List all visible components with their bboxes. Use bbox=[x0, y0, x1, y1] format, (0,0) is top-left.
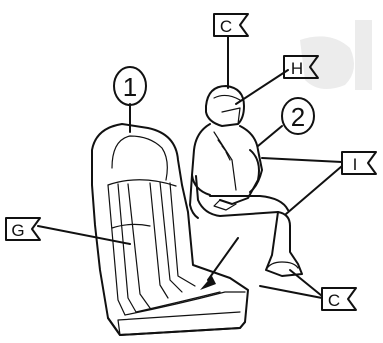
ejection-seat bbox=[92, 124, 248, 335]
svg-text:I: I bbox=[353, 155, 358, 174]
callout-figure-number: 2 bbox=[282, 98, 314, 134]
svg-text:C: C bbox=[220, 17, 232, 36]
pilot-figure bbox=[190, 86, 302, 276]
flag-label-c-bottom: C bbox=[322, 288, 356, 310]
flag-label-i: I bbox=[342, 152, 376, 174]
svg-text:2: 2 bbox=[291, 102, 305, 132]
svg-text:H: H bbox=[291, 59, 303, 78]
callout-seat-number: 1 bbox=[114, 67, 146, 105]
flag-label-c-top: C bbox=[214, 14, 248, 36]
svg-text:G: G bbox=[11, 221, 24, 240]
flag-label-g: G bbox=[6, 218, 40, 240]
svg-text:1: 1 bbox=[123, 72, 137, 102]
svg-text:C: C bbox=[328, 291, 340, 310]
